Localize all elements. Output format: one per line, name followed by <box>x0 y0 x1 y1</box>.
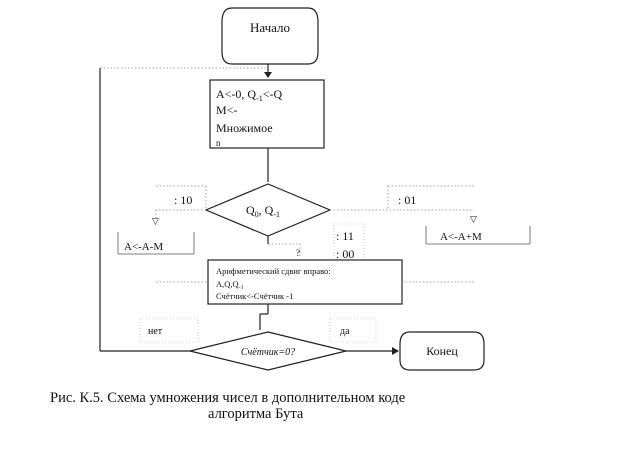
left-op-box: A<-A-M <box>117 232 195 255</box>
shift-line-1: Арифметический сдвиг вправо: <box>216 266 331 276</box>
svg-text:?: ? <box>296 248 300 258</box>
figure-caption-line-1: Рис. К.5. Схема умножения чисел в дополн… <box>50 390 405 406</box>
end-terminal: Конец <box>399 331 485 371</box>
start-terminal: Начало <box>221 7 319 65</box>
branch-00-label: : 00 <box>336 247 354 261</box>
start-label: Начало <box>250 20 290 35</box>
right-op-box: A<-A+M <box>425 226 531 245</box>
init-line-2: M<- <box>216 103 237 117</box>
arrow-head <box>264 72 272 78</box>
arrow-down-small: ▽ <box>152 216 159 226</box>
decision-q0-q1: Q0, Q-1 <box>204 183 332 237</box>
shift-line-2: A,Q,Q-1 <box>216 279 244 291</box>
right-op-text: A<-A+M <box>440 231 482 243</box>
branch-01-label: : 01 <box>398 193 416 207</box>
figure-caption-line-2: алгоритма Бута <box>208 406 304 422</box>
init-line-3: Множимое <box>216 121 273 135</box>
loop-yes-label: да <box>340 326 350 337</box>
init-block: A<-0, Q-1<-Q M<- Множимое n <box>209 79 325 149</box>
init-line-1: A<-0, Q-1<-Q <box>216 87 283 103</box>
loop-decision-text: Счётчик=0? <box>241 347 295 358</box>
shift-block: Арифметический сдвиг вправо: A,Q,Q-1 Счё… <box>207 259 403 305</box>
loop-decision: Счётчик=0? <box>189 331 347 371</box>
loop-no-label: нет <box>148 326 163 337</box>
arrow-down-small: ▽ <box>470 214 477 224</box>
decision-text: Q0, Q-1 <box>246 203 280 219</box>
end-label: Конец <box>426 344 458 358</box>
shift-line-3: Счётчик<-Счётчик -1 <box>216 291 293 301</box>
branch-11-label: : 11 <box>336 229 354 243</box>
branch-10-label: : 10 <box>174 193 192 207</box>
init-line-4: n <box>216 138 221 148</box>
left-op-text: A<-A-M <box>124 241 163 253</box>
